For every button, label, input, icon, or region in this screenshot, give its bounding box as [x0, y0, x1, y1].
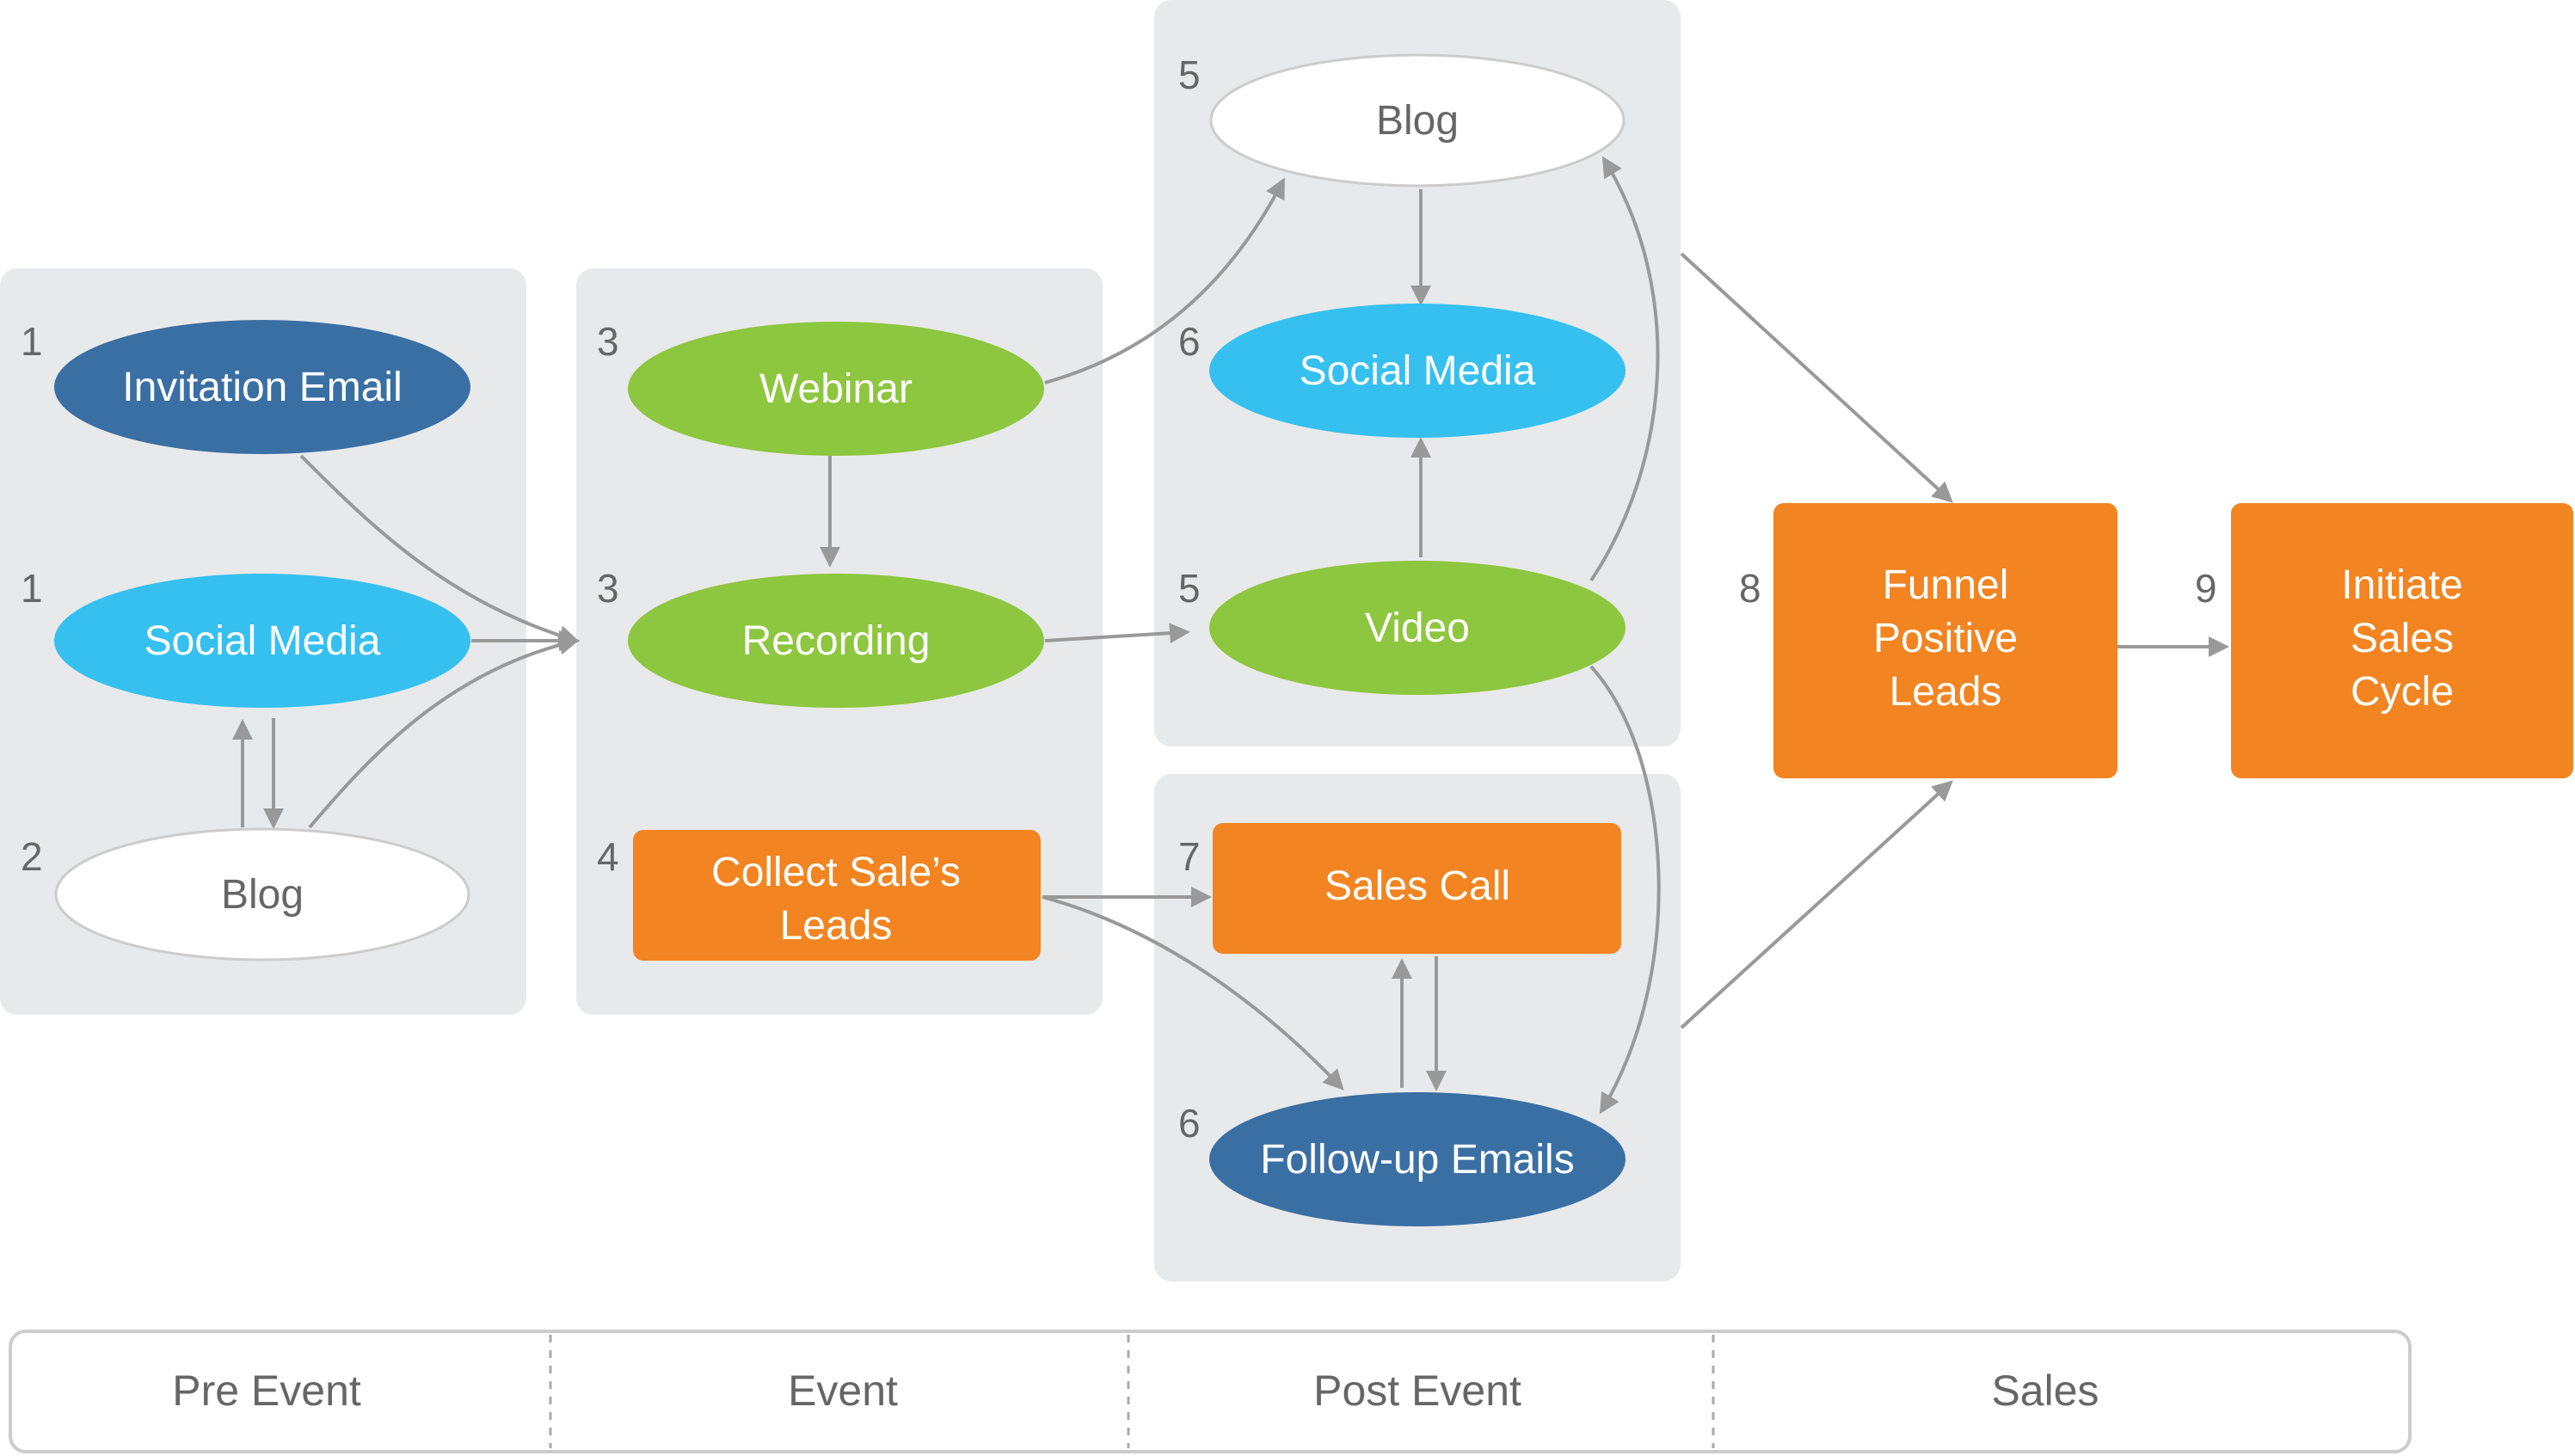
arrow-post-top-to-funnel: [1680, 252, 1953, 503]
node-blog-post: Blog: [1209, 53, 1626, 187]
social-media-post-label: Social Media: [1300, 348, 1536, 394]
step-number-blog-post: 5: [1178, 52, 1201, 97]
node-follow-up-emails: Follow-up Emails: [1209, 1092, 1626, 1226]
arrow-leads-to-followup: [1042, 895, 1344, 1090]
node-initiate-sales-cycle: Initiate Sales Cycle: [2231, 503, 2573, 778]
arrow-invitation-to-event: [299, 454, 580, 646]
step-number-invitation-email: 1: [21, 319, 43, 364]
node-blog-pre: Blog: [54, 827, 470, 961]
step-number-initiate-sales: 9: [2195, 566, 2217, 611]
funnel-leads-label-line3: Leads: [1890, 669, 2002, 715]
step-number-video: 5: [1178, 566, 1201, 611]
funnel-leads-label-line1: Funnel: [1883, 562, 2009, 608]
node-video: Video: [1209, 561, 1626, 695]
node-invitation-email: Invitation Email: [54, 320, 470, 454]
phase-label-event: Event: [788, 1367, 898, 1415]
arrow-post-bottom-to-funnel: [1680, 780, 1953, 1029]
step-number-collect-leads: 4: [597, 834, 619, 879]
blog-post-label: Blog: [1376, 98, 1459, 144]
collect-leads-label-line1: Collect Sale’s: [711, 850, 961, 895]
funnel-leads-label-line2: Positive: [1873, 616, 2018, 661]
step-number-social-media-pre: 1: [21, 566, 43, 611]
blog-pre-label: Blog: [221, 872, 304, 918]
step-number-social-media-post: 6: [1178, 319, 1201, 364]
initiate-sales-label-line1: Initiate: [2341, 562, 2462, 608]
step-number-sales-call: 7: [1178, 834, 1201, 879]
initiate-sales-label-line2: Sales: [2351, 616, 2454, 661]
arrow-video-to-followup: [1589, 665, 1661, 1115]
follow-up-emails-label: Follow-up Emails: [1260, 1137, 1574, 1183]
node-collect-leads: Collect Sale’s Leads: [633, 830, 1041, 961]
phase-label-post-event: Post Event: [1313, 1367, 1521, 1415]
phase-label-sales: Sales: [1991, 1367, 2099, 1415]
connectors: [232, 156, 2229, 1115]
initiate-sales-label-line3: Cycle: [2351, 669, 2454, 715]
arrow-blog-to-event: [308, 634, 580, 829]
sales-call-label: Sales Call: [1324, 863, 1510, 909]
collect-leads-label-line2: Leads: [780, 903, 893, 949]
arrow-webinar-to-blog: [1044, 177, 1285, 384]
webinar-label: Webinar: [759, 366, 913, 412]
video-label: Video: [1365, 605, 1470, 651]
invitation-email-label: Invitation Email: [122, 365, 402, 410]
social-media-pre-label: Social Media: [144, 618, 381, 664]
step-number-funnel-leads: 8: [1739, 566, 1761, 611]
arrow-recording-to-video: [1044, 623, 1190, 644]
step-number-blog-pre: 2: [21, 834, 43, 879]
recording-label: Recording: [742, 618, 931, 664]
node-social-media-post: Social Media: [1209, 304, 1626, 438]
step-number-follow-up-emails: 6: [1178, 1101, 1201, 1146]
phase-label-pre-event: Pre Event: [172, 1367, 361, 1415]
node-webinar: Webinar: [628, 322, 1044, 456]
node-sales-call: Sales Call: [1213, 823, 1621, 954]
node-social-media-pre: Social Media: [54, 574, 470, 708]
node-recording: Recording: [628, 574, 1044, 708]
arrow-video-to-blog: [1589, 156, 1660, 582]
step-number-recording: 3: [597, 566, 619, 611]
node-funnel-positive-leads: Funnel Positive Leads: [1773, 503, 2117, 778]
phase-bar: Pre Event Event Post Event Sales: [9, 1330, 2412, 1453]
step-number-webinar: 3: [597, 319, 619, 364]
